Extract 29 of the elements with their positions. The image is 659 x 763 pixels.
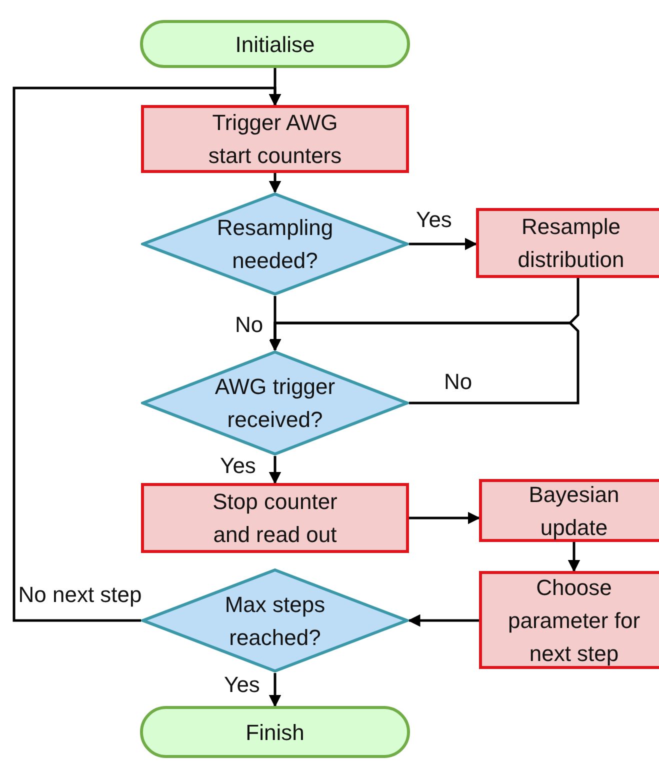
node-text: Stop counter and read out <box>212 488 338 549</box>
node-text: Resample distribution <box>516 213 626 274</box>
decision-diamond <box>141 192 409 296</box>
arrow <box>268 673 282 708</box>
arrow <box>268 322 580 404</box>
decision-diamond <box>141 350 409 456</box>
node-text: Choose parameter for next step <box>506 574 642 668</box>
terminal-box <box>140 706 410 758</box>
node-text: Max steps reached? <box>224 590 326 652</box>
process-box <box>476 208 659 278</box>
node-text: Resampling needed? <box>216 214 334 275</box>
node-text: Bayesian update <box>528 480 620 542</box>
node-text: Trigger AWG start counters <box>207 109 343 170</box>
arrow <box>409 512 480 524</box>
arrow <box>268 173 282 194</box>
arrow <box>268 456 282 484</box>
process-box <box>479 479 659 542</box>
decision-diamond <box>141 568 409 673</box>
node-text: Finish <box>246 718 304 746</box>
terminal-box <box>140 20 410 68</box>
process-box <box>141 483 409 553</box>
arrow <box>408 614 479 627</box>
arrow <box>12 86 282 622</box>
process-box <box>141 105 409 173</box>
node-text: Initialise <box>235 30 315 58</box>
process-box <box>479 571 659 669</box>
arrow <box>568 542 580 572</box>
node-text: AWG trigger received? <box>214 373 336 434</box>
arrow <box>409 238 478 250</box>
